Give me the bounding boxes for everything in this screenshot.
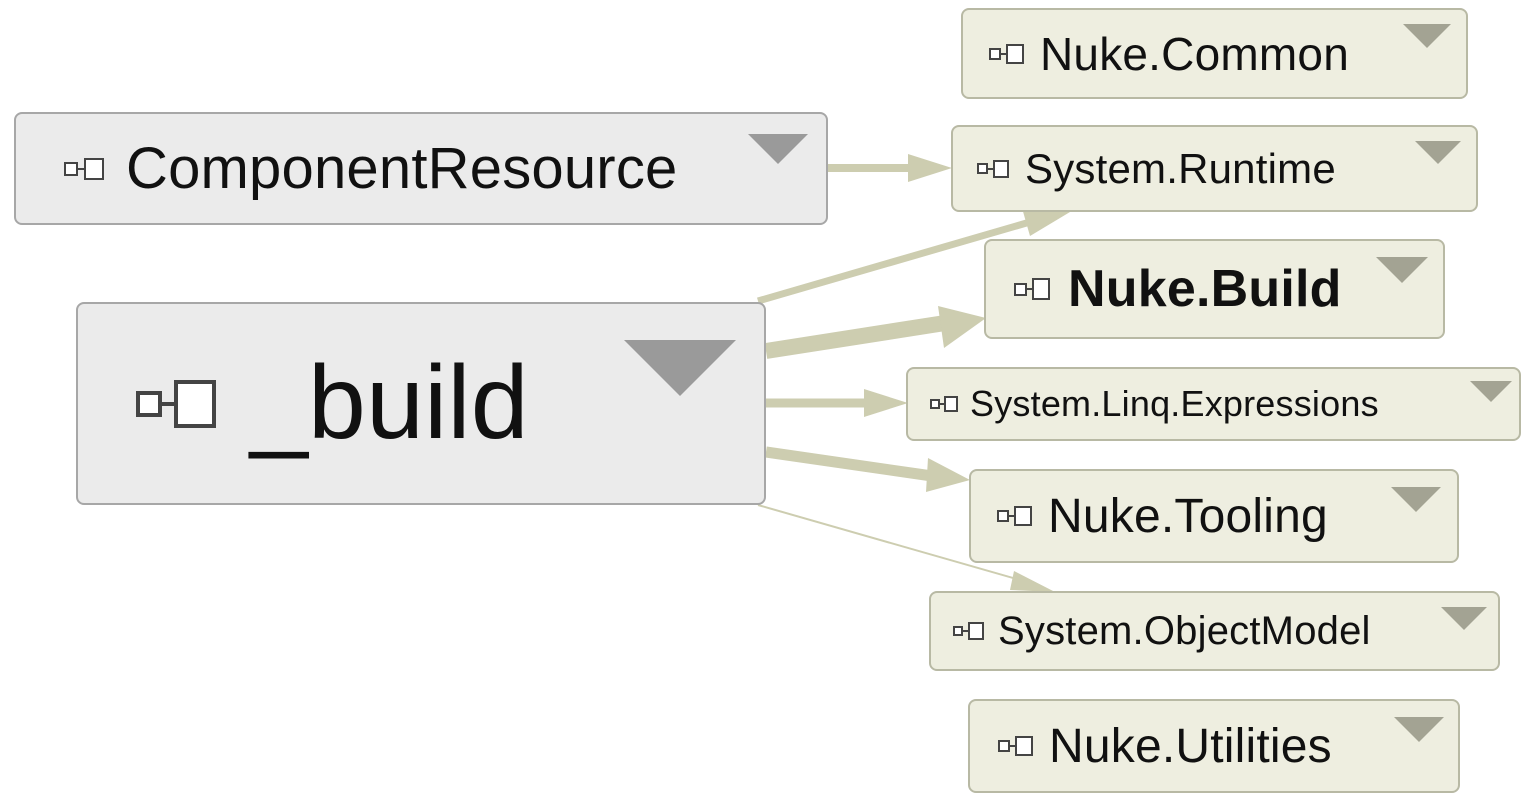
- chevron-down-icon[interactable]: [1391, 487, 1441, 512]
- node-label: Nuke.Common: [1040, 27, 1349, 80]
- assembly-icon: [997, 506, 1032, 526]
- assembly-icon: [930, 396, 958, 412]
- chevron-down-icon[interactable]: [1394, 717, 1444, 742]
- chevron-down-icon[interactable]: [624, 340, 736, 396]
- edge-build-to-system-linq-expressions: [766, 389, 908, 417]
- node-label: Nuke.Utilities: [1049, 719, 1332, 773]
- node-nuke-common[interactable]: Nuke.Common: [961, 8, 1468, 99]
- assembly-icon: [136, 379, 216, 428]
- node-label: _build: [250, 345, 529, 461]
- node-label: System.Runtime: [1025, 144, 1336, 192]
- chevron-down-icon[interactable]: [748, 134, 808, 164]
- edge-build-to-system-runtime: [757, 208, 1070, 305]
- chevron-down-icon[interactable]: [1376, 257, 1428, 283]
- edge-build-to-nuke-build: [764, 306, 986, 359]
- assembly-icon: [977, 159, 1009, 178]
- node-system-linq-expressions[interactable]: System.Linq.Expressions: [906, 367, 1521, 441]
- edge-build-to-nuke-tooling: [765, 446, 970, 492]
- node-component-resource[interactable]: ComponentResource: [14, 112, 828, 225]
- node-label: System.ObjectModel: [998, 608, 1371, 653]
- edge-build-to-system-objectmodel: [757, 504, 1055, 592]
- node-build[interactable]: _build: [76, 302, 766, 505]
- node-label: Nuke.Tooling: [1048, 489, 1328, 543]
- node-label: Nuke.Build: [1068, 260, 1342, 318]
- node-system-runtime[interactable]: System.Runtime: [951, 125, 1478, 212]
- assembly-icon: [989, 43, 1024, 64]
- assembly-icon: [998, 736, 1033, 756]
- chevron-down-icon[interactable]: [1470, 381, 1512, 402]
- assembly-icon: [953, 622, 984, 640]
- assembly-icon: [1014, 278, 1050, 300]
- chevron-down-icon[interactable]: [1415, 141, 1461, 164]
- node-nuke-build[interactable]: Nuke.Build: [984, 239, 1445, 339]
- node-label: ComponentResource: [126, 136, 678, 201]
- node-label: System.Linq.Expressions: [970, 383, 1379, 424]
- node-system-objectmodel[interactable]: System.ObjectModel: [929, 591, 1500, 671]
- assembly-icon: [64, 157, 104, 180]
- edge-componentresource-to-system-runtime: [828, 154, 952, 182]
- chevron-down-icon[interactable]: [1403, 24, 1451, 48]
- chevron-down-icon[interactable]: [1441, 607, 1487, 630]
- node-nuke-tooling[interactable]: Nuke.Tooling: [969, 469, 1459, 563]
- node-nuke-utilities[interactable]: Nuke.Utilities: [968, 699, 1460, 793]
